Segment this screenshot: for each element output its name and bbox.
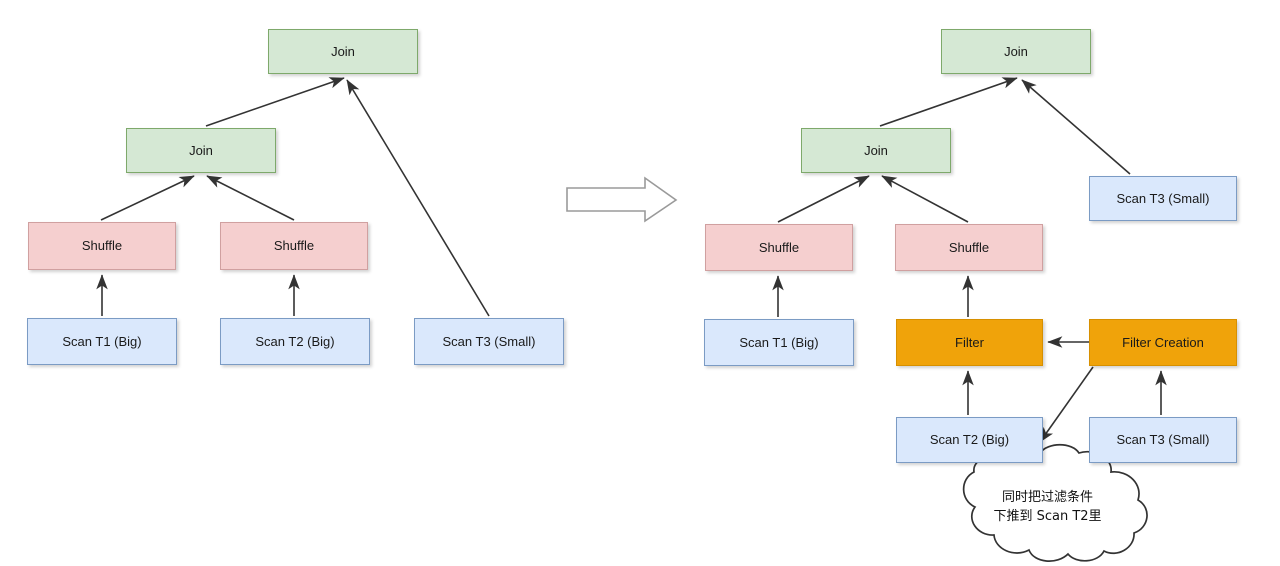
node-label: Filter (955, 334, 984, 350)
node-label: Filter Creation (1122, 334, 1204, 350)
edge-l-join-mid-to-l-join-top (205, 77, 345, 127)
node-r-scan-t3-lo[interactable]: Scan T3 (Small) (1089, 417, 1237, 463)
node-l-join-top[interactable]: Join (268, 29, 418, 74)
node-r-join-top[interactable]: Join (941, 29, 1091, 74)
left-plan-edges (96, 77, 490, 317)
node-l-scan-t1[interactable]: Scan T1 (Big) (27, 318, 177, 365)
edge-l-shuffle-1-to-l-join-mid (100, 175, 195, 221)
node-label: Scan T3 (Small) (442, 333, 536, 349)
node-r-scan-t3-up[interactable]: Scan T3 (Small) (1089, 176, 1237, 221)
node-label: Shuffle (758, 239, 800, 255)
node-r-filter-cr[interactable]: Filter Creation (1089, 319, 1237, 366)
node-label: Shuffle (273, 238, 315, 254)
transform-arrow (566, 176, 678, 223)
cloud-note-line-2: 下推到 Scan T2里 (993, 509, 1102, 524)
node-label: Join (864, 142, 888, 158)
node-r-shuffle-1[interactable]: Shuffle (705, 224, 853, 271)
edge-l-scan-t3-to-l-join-top (346, 79, 490, 317)
node-label: Shuffle (948, 239, 990, 255)
node-label: Scan T1 (Big) (62, 333, 142, 349)
node-label: Scan T2 (Big) (929, 432, 1010, 448)
node-label: Scan T3 (Small) (1116, 432, 1210, 448)
node-label: Scan T1 (Big) (739, 334, 819, 350)
node-l-scan-t3[interactable]: Scan T3 (Small) (414, 318, 564, 365)
node-r-scan-t2[interactable]: Scan T2 (Big) (896, 417, 1043, 463)
cloud-note-line-1: 同时把过滤条件 (1001, 490, 1093, 506)
node-label: Shuffle (81, 238, 123, 254)
edge-r-join-mid-to-r-join-top (879, 77, 1018, 127)
edge-r-filter-cr-to-r-scan-t2 (1039, 366, 1094, 443)
node-r-join-mid[interactable]: Join (801, 128, 951, 173)
node-r-filter[interactable]: Filter (896, 319, 1043, 366)
node-r-shuffle-2[interactable]: Shuffle (895, 224, 1043, 271)
node-label: Join (189, 142, 213, 158)
node-l-scan-t2[interactable]: Scan T2 (Big) (220, 318, 370, 365)
edge-r-shuffle-2-to-r-join-mid (881, 175, 969, 223)
node-label: Scan T3 (Small) (1116, 190, 1210, 206)
node-l-shuffle-2[interactable]: Shuffle (220, 222, 368, 270)
edge-l-shuffle-2-to-l-join-mid (206, 175, 295, 221)
thought-cloud-label: 同时把过滤条件 下推到 Scan T2里 (935, 458, 1160, 558)
edge-r-scan-t3-up-to-r-join-top (1021, 79, 1131, 175)
node-l-shuffle-1[interactable]: Shuffle (28, 222, 176, 270)
node-label: Join (331, 43, 355, 59)
node-label: Join (1004, 43, 1028, 59)
node-r-scan-t1[interactable]: Scan T1 (Big) (704, 319, 854, 366)
node-label: Scan T2 (Big) (255, 333, 335, 349)
edge-r-shuffle-1-to-r-join-mid (777, 175, 870, 223)
node-l-join-mid[interactable]: Join (126, 128, 276, 173)
